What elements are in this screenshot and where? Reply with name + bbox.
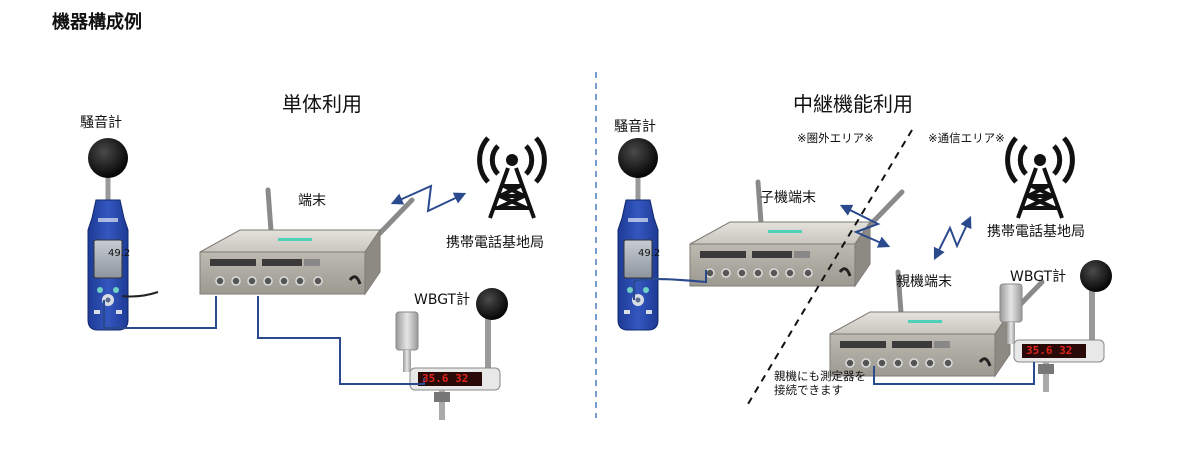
meter-cord-left: [121, 291, 159, 298]
wireless-link-parent-base: [933, 215, 972, 261]
base-station-icon-right: [1008, 138, 1073, 218]
wbgt-label-left: WBGT計: [414, 292, 471, 308]
wbgt-label-right: WBGT計: [1010, 269, 1067, 285]
base-station-label-left: 携帯電話基地局: [446, 235, 544, 251]
out-of-range-area-label: ※圏外エリア※: [797, 131, 874, 145]
parent-terminal-label: 親機端末: [896, 274, 952, 290]
cable-meter-to-child-terminal: [633, 270, 707, 300]
page-title: 機器構成例: [52, 12, 142, 33]
terminal-label: 端末: [298, 193, 326, 209]
coverage-boundary-line: [747, 129, 913, 405]
section-title-standalone: 単体利用: [282, 92, 362, 116]
sound-level-meter-right: [618, 138, 658, 330]
in-range-area-label: ※通信エリア※: [928, 131, 1005, 145]
wireless-link-child-parent: [839, 204, 891, 248]
sound-level-meter-left: [88, 138, 128, 330]
wireless-link-left: [390, 184, 467, 213]
sound-meter-label-right: 騒音計: [614, 119, 656, 135]
meter-reading-left: 49.2: [108, 248, 130, 259]
meter-reading-right: 49.2: [638, 248, 660, 259]
section-title-relay: 中継機能利用: [793, 92, 913, 116]
sound-meter-label-left: 騒音計: [80, 115, 122, 131]
base-station-icon-left: [480, 138, 545, 218]
cable-terminal-to-wbgt-left: [257, 296, 425, 385]
base-station-label-right: 携帯電話基地局: [987, 224, 1085, 240]
wbgt-display-right: 35.6 32: [1026, 344, 1072, 357]
wbgt-display-left: 35.6 32: [422, 372, 468, 385]
note-line-1: 親機にも測定器を: [774, 369, 866, 383]
cable-meter-to-terminal-left: [103, 296, 217, 329]
child-terminal-label: 子機端末: [760, 190, 816, 206]
note-line-2: 接続できます: [774, 383, 843, 397]
cable-parent-terminal-to-wbgt: [873, 362, 1035, 385]
